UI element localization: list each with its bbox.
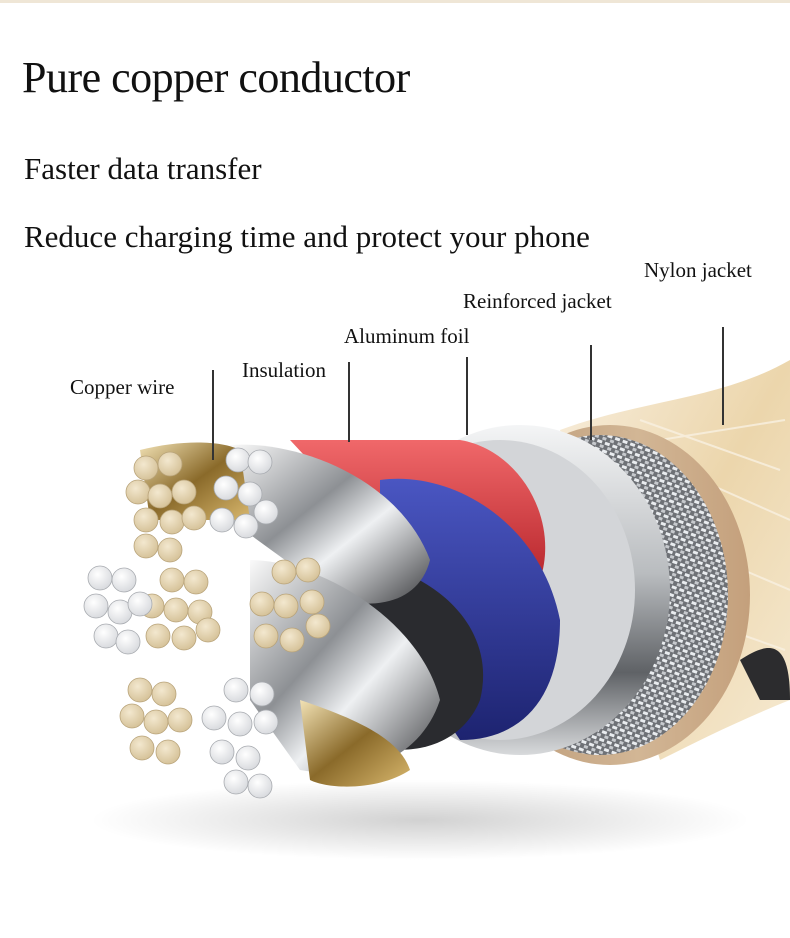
leader-line-nylon-jacket [722,327,724,425]
label-reinforced-jacket: Reinforced jacket [463,289,612,313]
leader-line-insulation [348,362,350,442]
page-title: Pure copper conductor [22,53,410,102]
label-copper-wire: Copper wire [70,375,175,399]
feature-text-data-transfer: Faster data transfer [24,151,262,186]
feature-text-charging: Reduce charging time and protect your ph… [24,219,590,254]
label-nylon-jacket: Nylon jacket [644,258,752,282]
leader-line-aluminum-foil [466,357,468,435]
top-border [0,0,790,3]
leader-line-reinforced-jacket [590,345,592,440]
leader-line-copper-wire [212,370,214,460]
label-aluminum-foil: Aluminum foil [344,324,470,348]
label-insulation: Insulation [242,358,326,382]
